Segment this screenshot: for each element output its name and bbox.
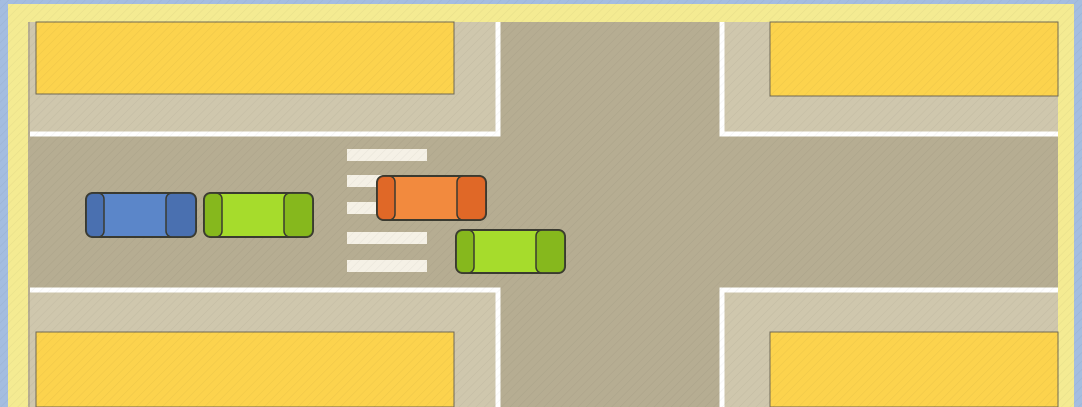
blue-car: [86, 193, 196, 237]
orange-car: [377, 176, 486, 220]
green-car-left: [204, 193, 313, 237]
green-car-right: [456, 230, 565, 273]
